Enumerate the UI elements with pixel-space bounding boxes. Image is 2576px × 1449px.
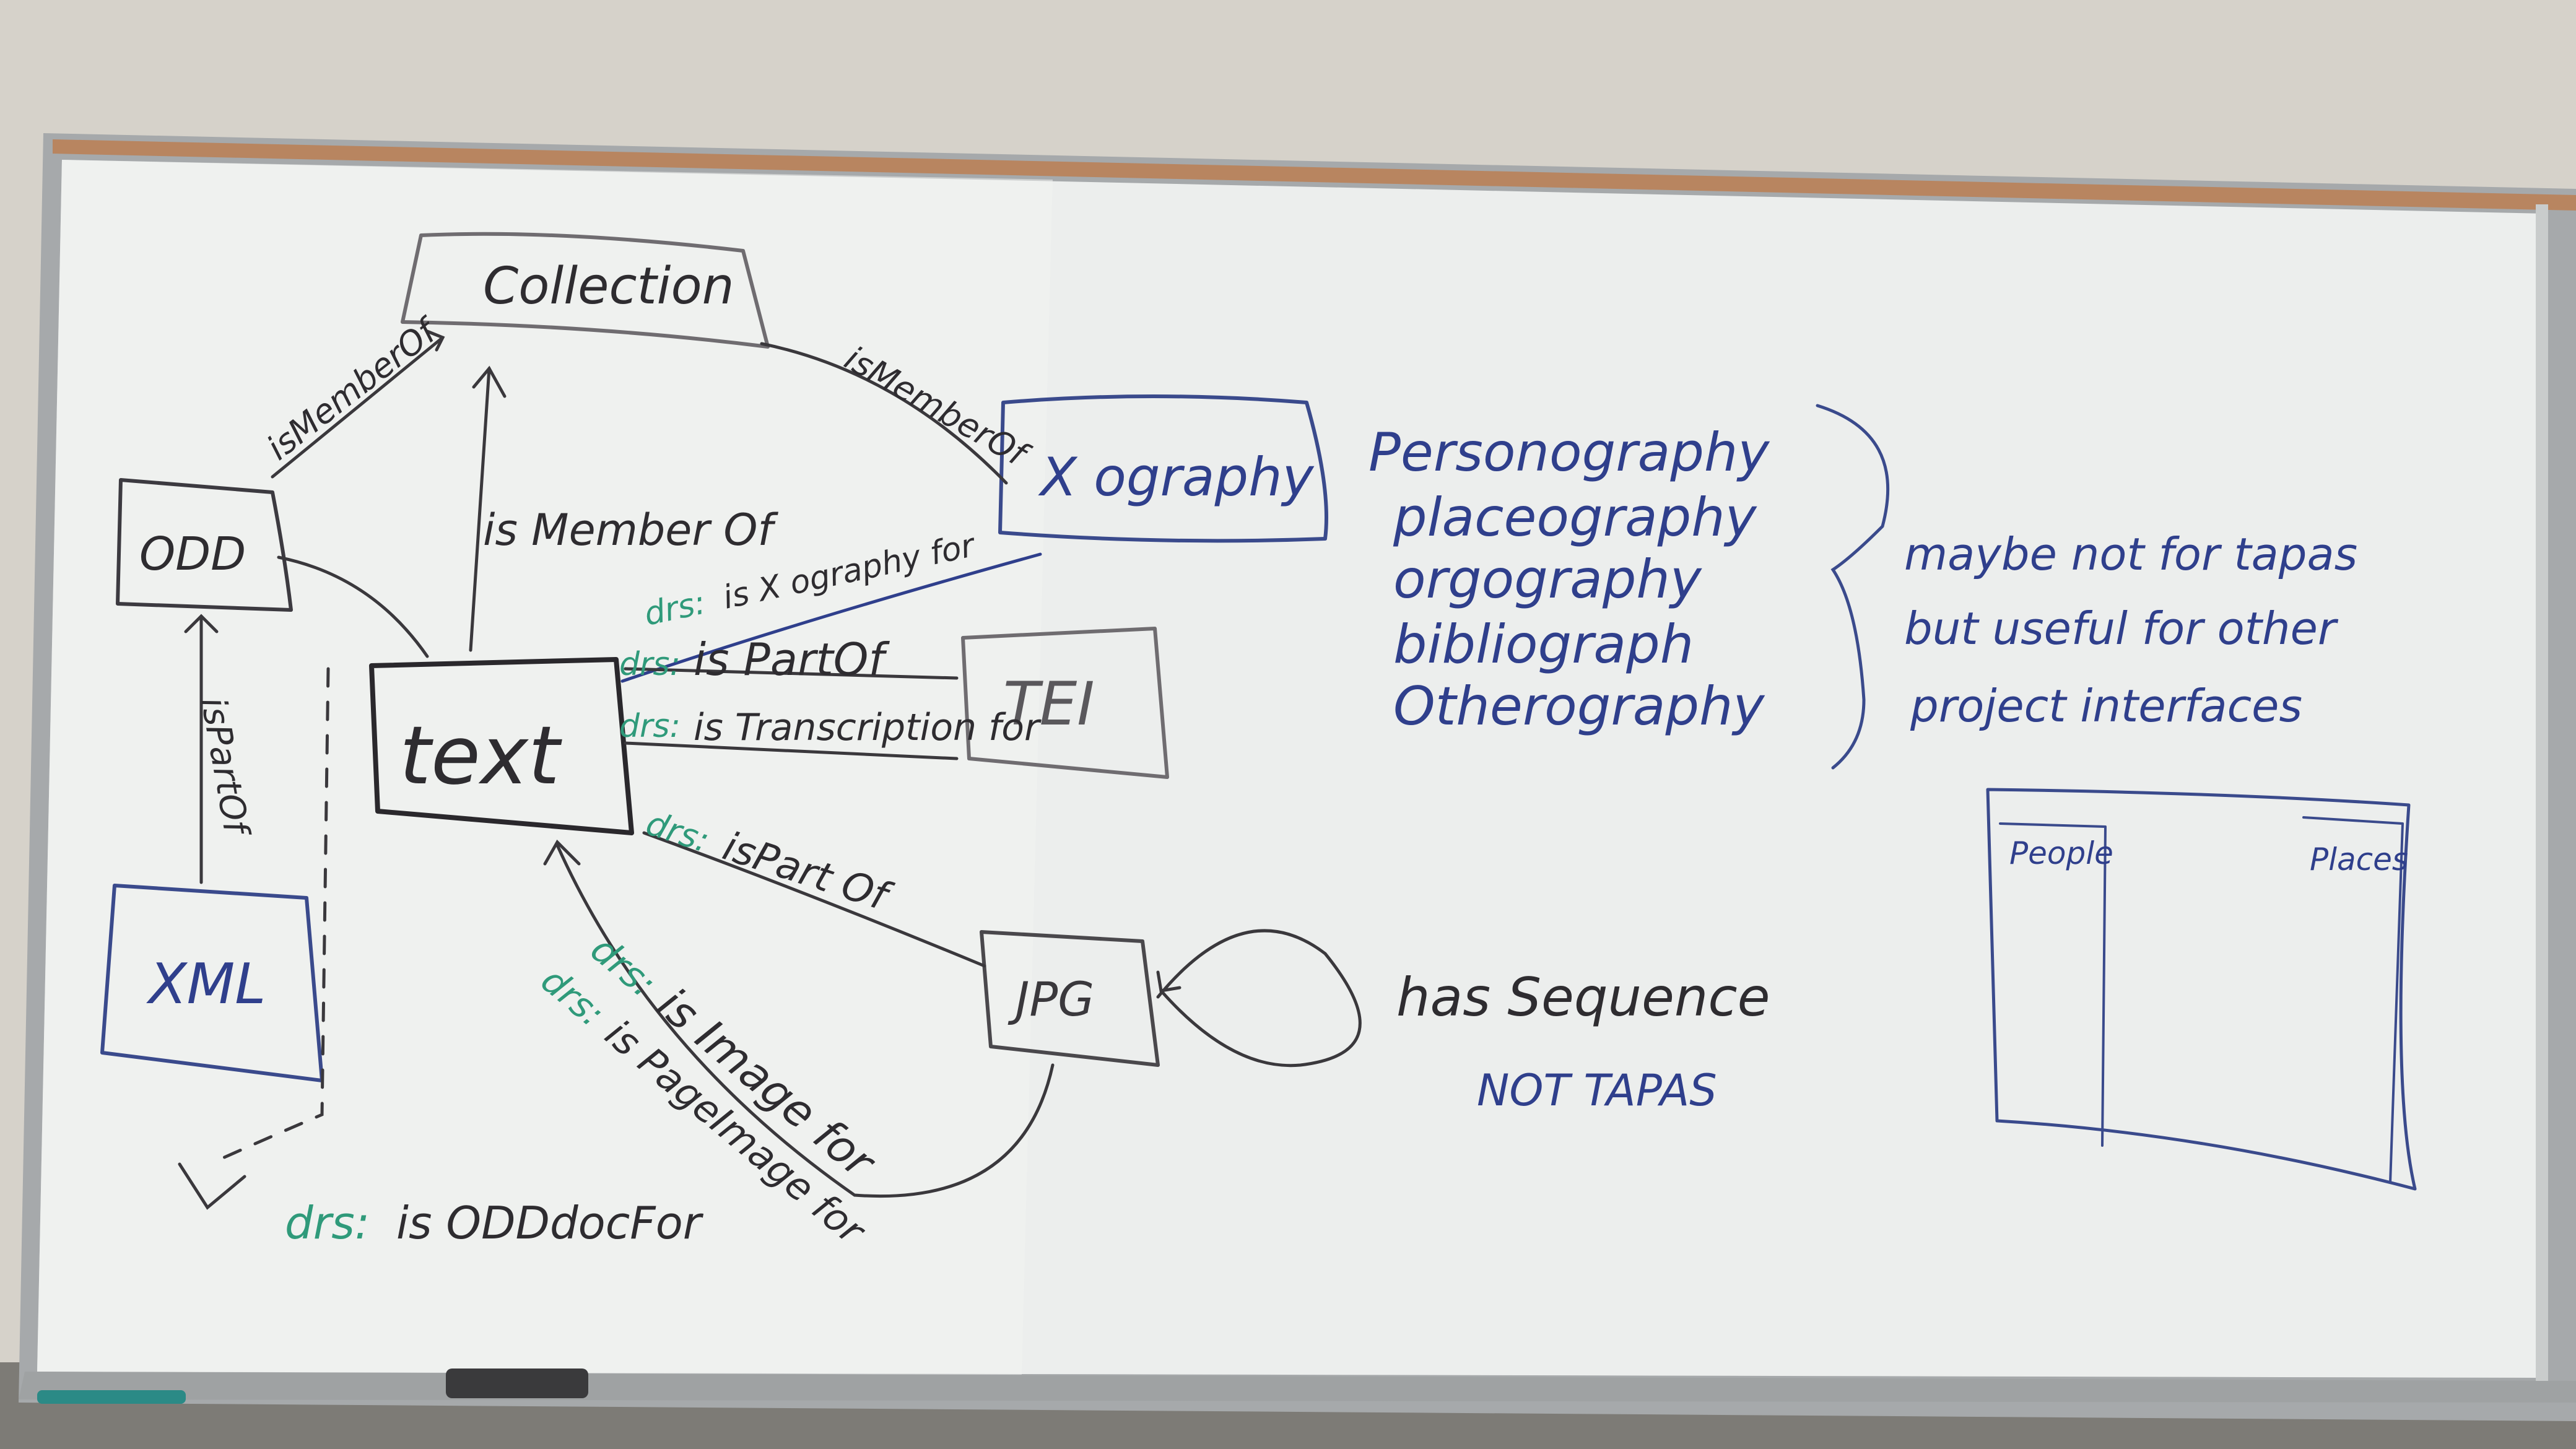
marker-tray: [19, 1372, 2576, 1403]
node-tei-label: TEI: [1003, 669, 1095, 739]
ography-item: bibliograph: [1393, 614, 1694, 676]
text-to-collection-arrow: [469, 367, 491, 652]
arrowhead-odd-doc: [178, 1162, 246, 1210]
xography-box: [998, 394, 1328, 543]
edge-tei-part-prefix: drs:: [619, 646, 681, 683]
brace: [1816, 404, 1890, 770]
odd-doc-dashed-arrow: [221, 667, 330, 1160]
tei-transcription-arrow: [624, 741, 959, 760]
edge-tei-transcription-prefix: drs:: [619, 708, 681, 745]
edge-text-collection-label: is Member Of: [483, 505, 778, 555]
node-xography-label: X ography: [1038, 446, 1315, 508]
text-box: [369, 657, 634, 835]
node-jpg-label: JPG: [1007, 972, 1094, 1027]
node-xml-label: XML: [146, 952, 266, 1017]
arrowhead-loop: [1156, 970, 1181, 993]
node-collection-label: Collection: [483, 257, 734, 316]
edge-tei-part-label: is PartOf: [694, 633, 890, 685]
sketch-frame: [1986, 788, 2417, 1191]
board-right-edge: [2536, 204, 2548, 1381]
odd-to-collection-arrow: [271, 336, 445, 479]
cork-strip: [53, 139, 2576, 211]
node-odd-label: ODD: [139, 528, 246, 581]
tei-part-arrow: [624, 667, 959, 680]
jpg-sequence-loop: [1156, 929, 1362, 1068]
ography-item: placeography: [1393, 487, 1757, 549]
jpg-part-arrow: [642, 831, 986, 968]
edge-odd-doc-label: is ODDdocFor: [396, 1197, 704, 1249]
note-line: but useful for other: [1904, 603, 2339, 655]
ography-item: Otherography: [1393, 676, 1765, 738]
places-column: [2302, 816, 2404, 1184]
odd-to-text-arrow: [277, 555, 429, 658]
people-column: [1999, 822, 2107, 1147]
xography-to-collection-arrow: [760, 342, 1008, 485]
edge-jpg-loop-label: has Sequence: [1396, 967, 1770, 1029]
edge-odd-doc-prefix: drs:: [285, 1197, 370, 1249]
xography-to-text-arrow: [620, 552, 1042, 683]
note-line: maybe not for tapas: [1904, 528, 2357, 580]
tei-box: [961, 627, 1169, 779]
jpg-box: [980, 930, 1160, 1067]
jpg-image-arrow: [555, 843, 1055, 1198]
marker-pen[interactable]: [37, 1390, 186, 1404]
edge-jpg-loop-note: NOT TAPAS: [1477, 1065, 1717, 1116]
sketch-places-label: Places: [2310, 842, 2408, 877]
arrowhead-xml-odd: [184, 614, 219, 633]
note-line: project interfaces: [1910, 680, 2302, 732]
arrowhead-jpg-text: [543, 839, 581, 866]
eraser[interactable]: [446, 1368, 588, 1398]
node-text-label: text: [399, 708, 562, 803]
arrowhead-odd-collection: [425, 329, 445, 352]
collection-box: [401, 232, 770, 349]
sketch-people-label: People: [2009, 835, 2113, 871]
arrowhead-text-collection: [472, 365, 507, 398]
ography-item: orgography: [1393, 549, 1702, 611]
edge-tei-transcription-label: is Transcription for: [694, 706, 1042, 749]
ography-item: Personography: [1368, 422, 1770, 484]
